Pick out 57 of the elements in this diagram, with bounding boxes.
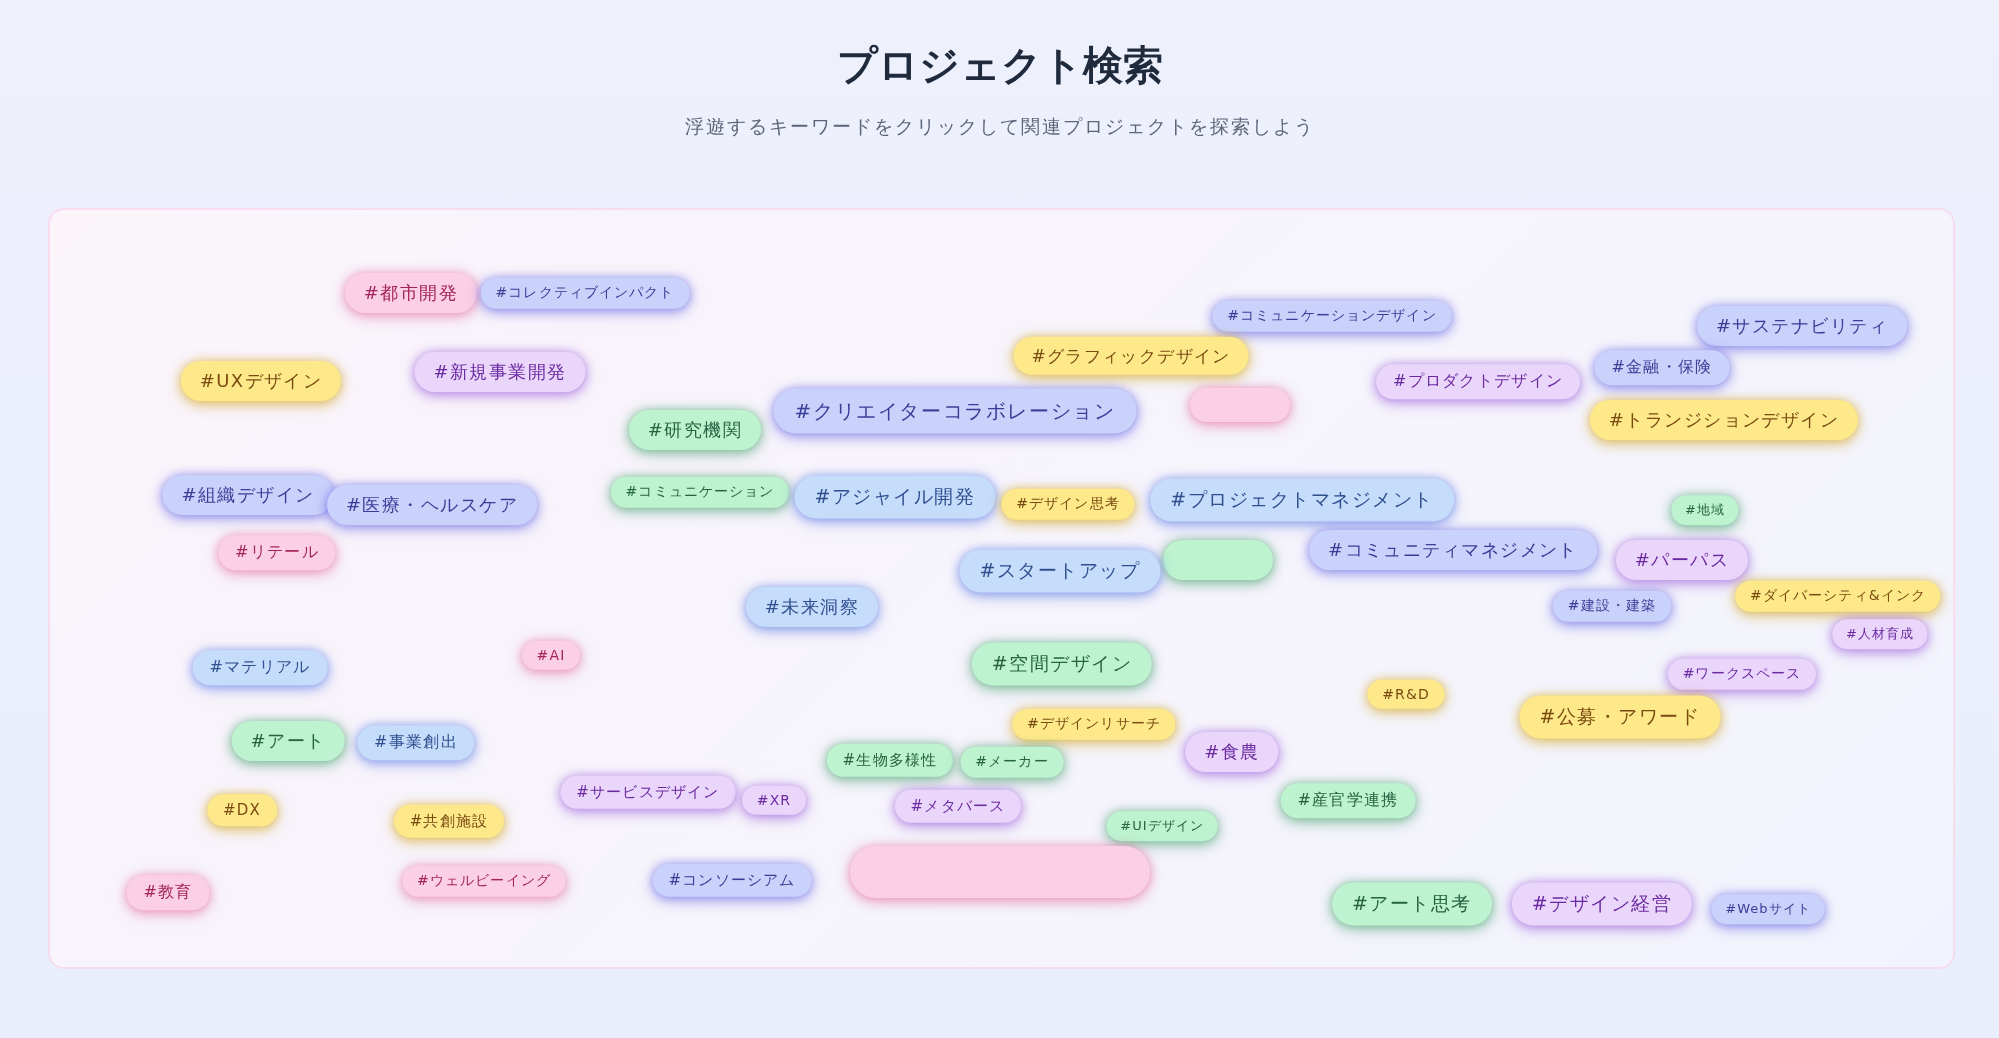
keyword-tag: #Webサイト [1711, 894, 1825, 924]
keyword-tag: #スタートアップ [959, 549, 1161, 593]
keyword-tag: #建設・建築 [1553, 590, 1671, 622]
keyword-tag: #AI [521, 640, 581, 670]
keyword-pill [1190, 388, 1290, 422]
keyword-tag: #コミュニティマネジメント [1309, 529, 1597, 571]
keyword-tag: #デザイン思考 [1001, 488, 1135, 520]
page-subtitle: 浮遊するキーワードをクリックして関連プロジェクトを探索しよう [684, 114, 1315, 139]
keyword-pill [850, 846, 1150, 898]
keyword-tag: #研究機関 [628, 409, 762, 451]
keyword-tag: #プロダクトデザイン [1376, 364, 1580, 400]
keyword-tag: #ウェルビーイング [402, 865, 566, 897]
keyword-tag: #コンソーシアム [652, 863, 812, 897]
keyword-tag: #UXデザイン [180, 360, 342, 402]
keyword-tag: #地域 [1671, 495, 1739, 525]
keyword-tag: #サービスデザイン [560, 775, 736, 809]
keyword-tag: #都市開発 [344, 272, 478, 314]
keyword-tag: #XR [742, 785, 806, 815]
keyword-tag: #ワークスペース [1667, 658, 1817, 690]
keyword-tag: #アジャイル開発 [794, 475, 996, 519]
keyword-tag: #共創施設 [393, 804, 505, 838]
keyword-tag: #医療・ヘルスケア [327, 484, 537, 526]
keyword-tag: #事業創出 [357, 725, 475, 761]
keyword-tag: #メーカー [960, 746, 1064, 778]
keyword-tag: #DX [207, 794, 277, 826]
keyword-tag: #マテリアル [192, 650, 328, 686]
keyword-tag: #産官学連携 [1280, 783, 1416, 819]
keyword-tag: #組織デザイン [162, 474, 334, 516]
keyword-tag: #サステナビリティ [1697, 305, 1907, 347]
keyword-tag: #未来洞察 [745, 586, 879, 628]
keyword-tag: #プロジェクトマネジメント [1150, 478, 1454, 522]
keyword-tag: #デザインリサーチ [1012, 708, 1176, 740]
keyword-tag: #新規事業開発 [414, 351, 586, 393]
keyword-tag: #R&D [1367, 679, 1445, 709]
keyword-tag: #コミュニケーション [610, 476, 790, 508]
keyword-tag: #リテール [218, 535, 336, 571]
keyword-tag: #アート思考 [1332, 882, 1492, 926]
keyword-tag: #食農 [1185, 731, 1279, 773]
keyword-tag: #金融・保険 [1594, 350, 1730, 386]
keyword-tag: #教育 [126, 875, 210, 911]
keyword-tag: #空間デザイン [971, 642, 1153, 686]
keyword-tag: #人材育成 [1832, 619, 1928, 649]
keyword-tag: #UIデザイン [1106, 811, 1218, 841]
keyword-pill [1163, 540, 1273, 580]
keyword-tag: #グラフィックデザイン [1013, 336, 1249, 376]
keyword-tag: #生物多様性 [826, 743, 954, 777]
keyword-tag: #トランジションデザイン [1589, 399, 1859, 441]
page-title: プロジェクト検索 [836, 41, 1163, 90]
keyword-tag: #メタバース [894, 789, 1022, 823]
keyword-tag: #公募・アワード [1519, 695, 1721, 739]
keyword-tag: #ダイバーシティ&インク [1735, 580, 1941, 612]
keyword-tag: #アート [231, 720, 345, 762]
keyword-tag: #コミュニケーションデザイン [1212, 300, 1452, 332]
keyword-tag: #コレクティブインパクト [480, 277, 690, 309]
keyword-tag: #クリエイターコラボレーション [773, 388, 1137, 434]
keyword-tag: #デザイン経営 [1511, 882, 1693, 926]
keyword-tag: #パーパス [1615, 539, 1749, 581]
